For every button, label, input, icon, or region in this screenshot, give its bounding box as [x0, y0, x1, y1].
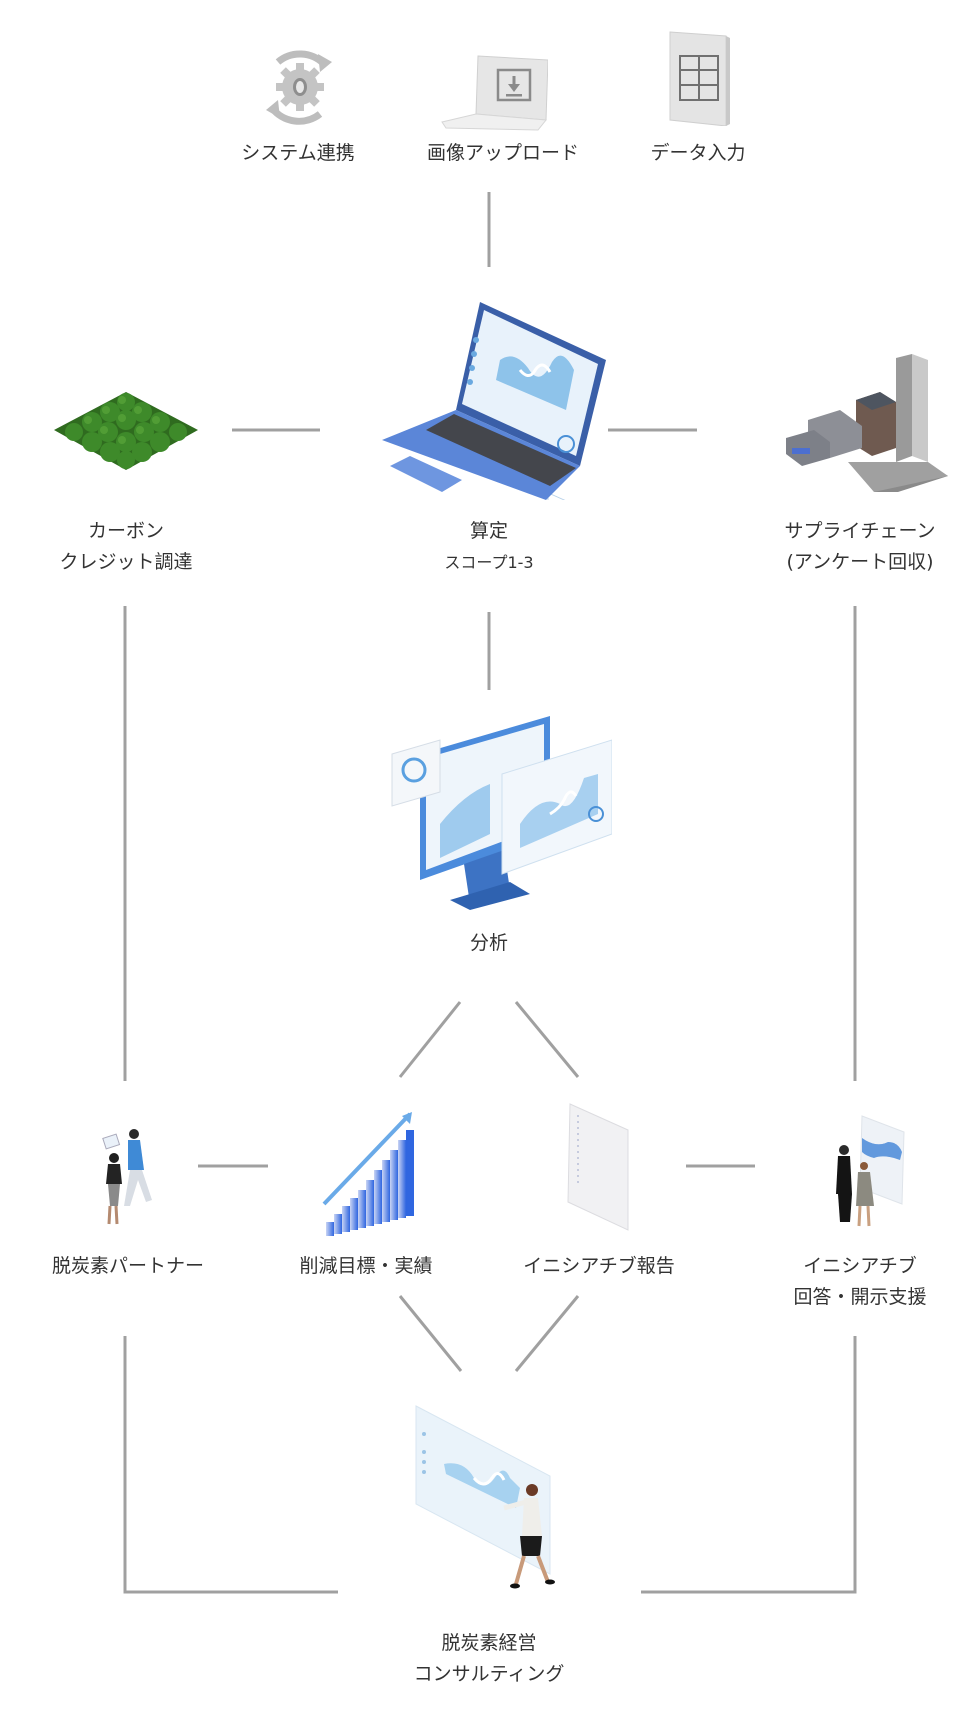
label-initiative-disclosure-line2: 回答・開示支援 [793, 1286, 927, 1308]
label-supply-chain-line1: サプライチェーン [784, 520, 936, 542]
connector-initiative-to-consulting [641, 1336, 857, 1594]
laptop-upload-icon [440, 52, 549, 132]
gear-sync-icon [258, 42, 340, 132]
label-calculation: 算定 スコープ1-3 [369, 516, 609, 578]
label-supply-chain: サプライチェーン (アンケート回収) [740, 516, 975, 578]
connector-analysis-to-targets [398, 1001, 462, 1078]
label-initiative-report-line1: イニシアチブ報告 [523, 1255, 675, 1277]
label-calculation-title: 算定 [469, 520, 508, 542]
label-decarbonization-partner: 脱炭素パートナー [8, 1251, 248, 1282]
report-document-icon [566, 1102, 632, 1232]
forest-icon [52, 390, 200, 472]
input-label-image-upload: 画像アップロード [426, 142, 579, 164]
label-reduction-targets-line1: 削減目標・実績 [299, 1255, 433, 1277]
label-supply-chain-line2: (アンケート回収) [786, 551, 934, 573]
label-initiative-disclosure-line1: イニシアチブ [803, 1255, 917, 1277]
label-consulting: 脱炭素経営 コンサルティング [369, 1628, 609, 1690]
consultant-screen-icon [414, 1404, 574, 1604]
label-consulting-line1: 脱炭素経営 [441, 1632, 537, 1654]
presentation-people-icon [818, 1114, 908, 1230]
label-consulting-line2: コンサルティング [413, 1663, 565, 1685]
label-carbon-credit-line1: カーボン [87, 520, 164, 542]
input-label-data-entry: データ入力 [650, 142, 746, 164]
bar-growth-chart-icon [320, 1110, 420, 1238]
buildings-icon [778, 352, 948, 492]
label-initiative-report: イニシアチブ報告 [479, 1251, 719, 1282]
input-label-system: システム連携 [241, 142, 355, 164]
connector-partner-to-consulting [123, 1336, 338, 1594]
connector-targets-to-consulting [398, 1295, 463, 1372]
label-decarbonization-partner-line1: 脱炭素パートナー [51, 1255, 204, 1277]
label-carbon-credit-line2: クレジット調達 [59, 551, 193, 573]
laptop-dashboard-icon [380, 300, 606, 519]
partners-people-icon [96, 1128, 160, 1228]
label-reduction-targets: 削減目標・実績 [246, 1251, 486, 1282]
label-analysis: 分析 [469, 932, 508, 954]
label-calculation-scope: スコープ1-3 [444, 553, 534, 572]
data-grid-panel-icon [668, 30, 730, 127]
label-carbon-credit: カーボン クレジット調達 [6, 516, 246, 578]
connector-report-to-consulting [514, 1295, 580, 1372]
monitor-dashboard-icon [390, 714, 613, 910]
connector-analysis-to-report [514, 1001, 580, 1078]
label-initiative-disclosure: イニシアチブ 回答・開示支援 [740, 1251, 975, 1313]
